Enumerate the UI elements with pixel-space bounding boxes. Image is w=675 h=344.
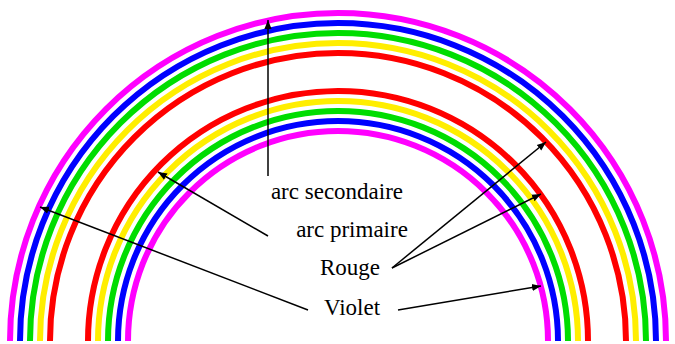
color-label: Rouge xyxy=(318,255,382,280)
label-holder: arc primaire xyxy=(294,217,410,243)
red-band xyxy=(88,91,588,341)
leader-line xyxy=(158,172,268,236)
leader-line xyxy=(267,20,269,176)
secondary-bow xyxy=(10,13,666,341)
leader-line xyxy=(40,207,308,310)
label-holder: Violet xyxy=(322,295,382,321)
arc-label: arc primaire xyxy=(294,217,410,242)
leader-line xyxy=(398,286,541,310)
primary-bow xyxy=(88,91,588,341)
leader-line xyxy=(392,194,541,268)
leader-line xyxy=(392,142,546,268)
color-label: Violet xyxy=(322,295,382,320)
leader-lines xyxy=(40,20,546,310)
label-holder: Rouge xyxy=(318,255,382,281)
green-band xyxy=(30,33,646,341)
yellow-band xyxy=(98,101,578,341)
green-band xyxy=(108,111,568,341)
yellow-band xyxy=(40,43,636,341)
blue-band xyxy=(20,23,656,341)
label-holder: arc secondaire xyxy=(269,179,405,205)
violet-band xyxy=(128,131,548,341)
arc-label: arc secondaire xyxy=(269,179,405,204)
blue-band xyxy=(118,121,558,341)
violet-band xyxy=(10,13,666,341)
red-band xyxy=(50,53,626,341)
